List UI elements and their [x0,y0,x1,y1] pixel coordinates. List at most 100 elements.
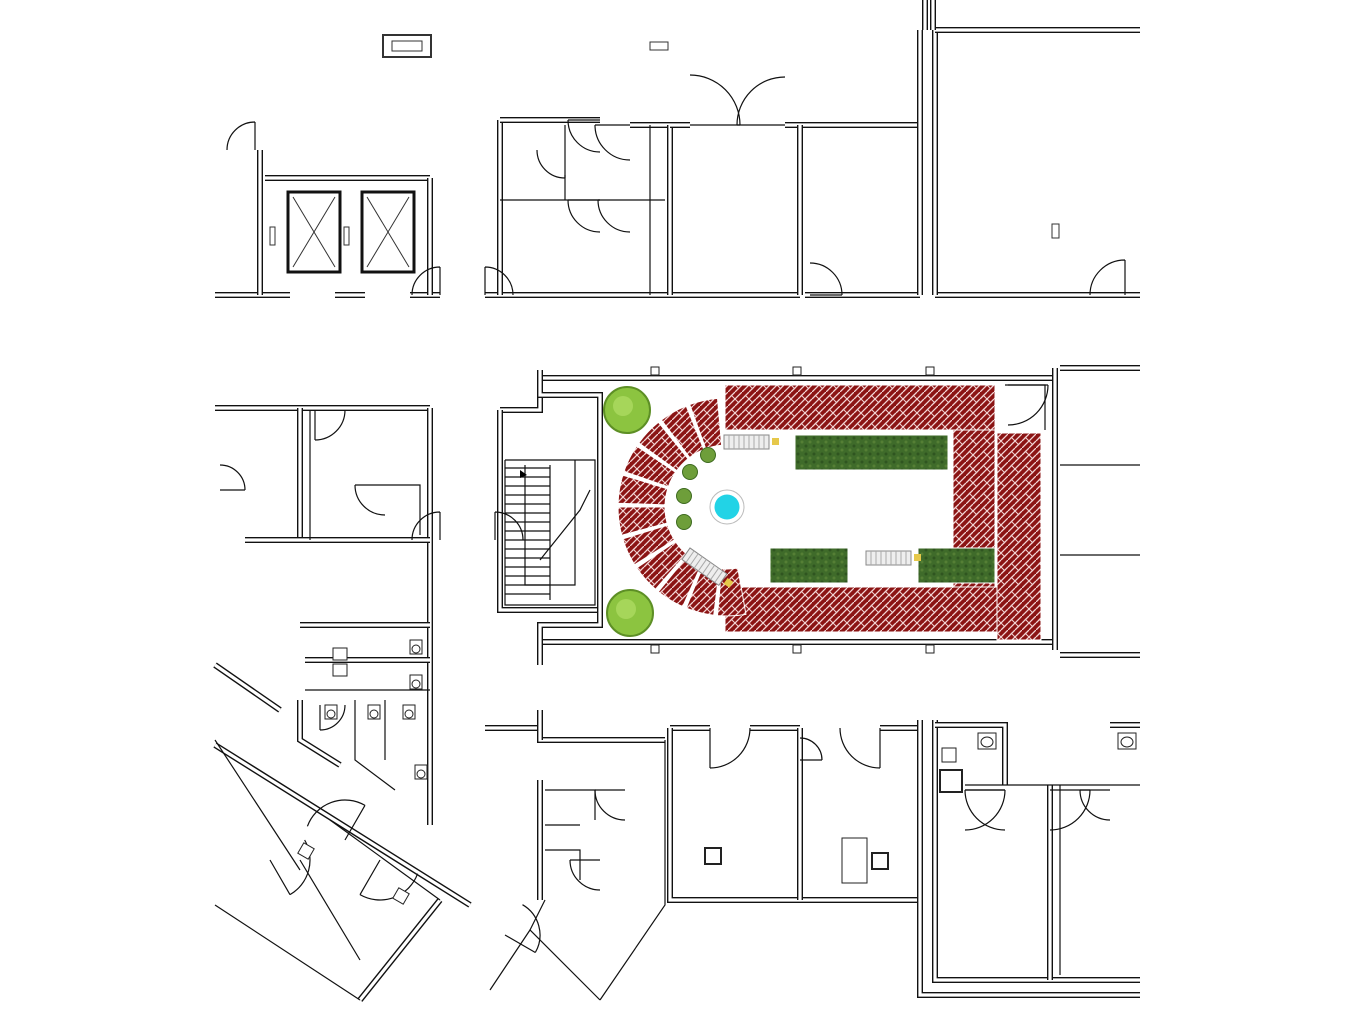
wall-core [933,720,1140,982]
partition [504,459,596,606]
column [650,366,660,376]
fixture [1051,223,1060,239]
brick-paving [617,474,669,506]
door-swing-icon [839,727,881,769]
fixture [391,40,423,52]
sink-icon [332,663,348,677]
door-swing-icon [536,149,566,179]
partition [489,929,601,1001]
brick-paving [996,432,1042,641]
door-swing-icon [1089,259,1126,296]
tree-icon [616,599,636,619]
brick-paving [635,540,688,590]
toilet-icon [411,679,421,689]
partition [1005,384,1046,430]
brick-paving [660,405,705,459]
chair-icon [704,847,722,865]
partition [529,899,546,931]
toilet-icon [416,769,426,779]
door-swing-icon [594,789,626,821]
courtyard [603,384,1042,641]
chair-icon [392,887,410,905]
door-swing-icon [1079,789,1111,821]
partition [599,740,666,1001]
door-swing-icon [504,904,541,954]
wall [667,728,920,903]
column [925,644,935,654]
partitions [214,74,1140,1001]
elevator-icon [292,196,336,268]
column [792,366,802,376]
elevator-button [343,226,350,246]
pool-icon [714,494,740,520]
door-swing-icon [319,704,346,731]
bench-icon [723,434,779,450]
door-swing-icon [964,789,1006,831]
wall-core [668,728,920,902]
partition [329,819,441,901]
door-swing-icon [219,464,246,491]
door-swing-icon [484,266,514,296]
partition [524,460,576,586]
door-swing-icon [411,266,441,296]
fixture [649,41,669,51]
wall-core [500,375,542,412]
sink-icon [332,647,348,661]
door-swing-icon [736,76,786,126]
elevator-button [269,226,276,246]
column [792,644,802,654]
partition [539,489,591,561]
door-swing-icon [314,409,346,441]
shrub-icon [676,514,692,530]
door-swing-icon [1007,384,1049,426]
wall-core [214,663,281,712]
shrub-icon [676,488,692,504]
wall-core [538,370,602,665]
wall-core [358,899,442,1001]
chair-icon [871,852,889,870]
partition [214,739,301,871]
door-swing-icon [569,859,601,891]
stair-icon [520,470,527,478]
wall [500,375,543,413]
brick-paving [622,524,676,566]
partition [354,700,396,791]
toilet-icon [369,709,379,719]
door-swing-icon [567,199,601,233]
brick-paving [716,567,747,617]
door-swing-icon [494,511,524,541]
brick-paving [724,384,996,431]
hedge [794,434,949,471]
door-swing-icon [1049,789,1091,831]
brick-paving [724,586,998,633]
door-swing-icon [799,737,823,761]
toilet-icon [404,709,414,719]
bench-icon [865,550,921,566]
wall-core [918,720,1140,997]
wall [537,370,603,665]
fixtures [269,34,1137,905]
bench-icon [681,547,734,588]
door-swing-icon [226,121,256,151]
partition [385,484,421,535]
desk-icon [841,837,868,884]
door-swing-icon [597,199,631,233]
chair-icon [297,842,315,860]
wall-core [935,723,1007,785]
wall-core [214,743,471,907]
wall-core [298,700,341,767]
hedge [769,547,849,584]
door-swing-icon [689,74,741,126]
partition [545,849,581,880]
toilet-icon [980,736,994,748]
partition [545,789,596,820]
door-swing-icon [306,799,366,841]
door-swing-icon [567,119,601,153]
shrub-icon [682,464,698,480]
door-swing-icon [594,124,631,161]
toilet-icon [411,644,421,654]
brick-paving [617,506,668,536]
elevator-icon [366,196,410,268]
door-swing-icon [809,262,843,296]
